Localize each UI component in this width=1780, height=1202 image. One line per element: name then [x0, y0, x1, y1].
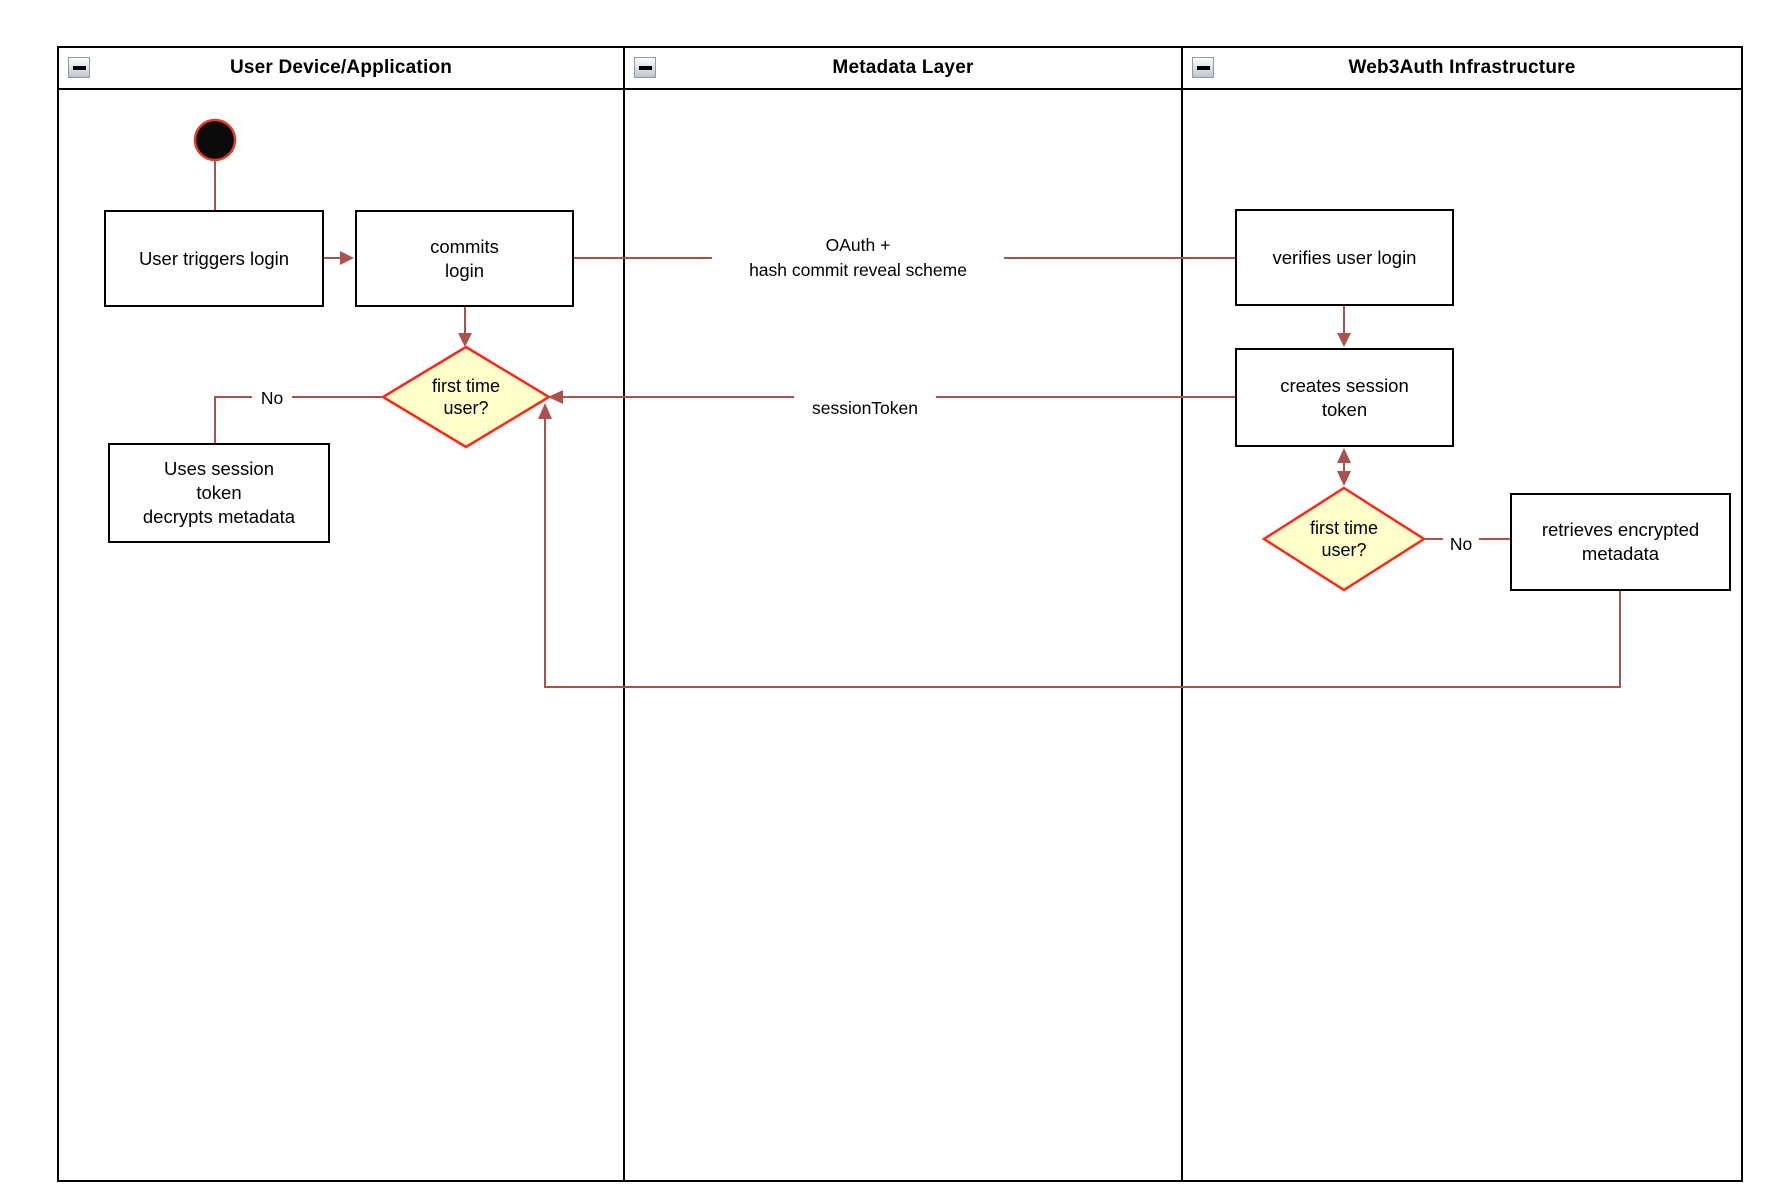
label-no-infra: No	[1443, 532, 1479, 557]
decision-label-first-time-user-device: first time user?	[431, 375, 500, 419]
label-session-token: sessionToken	[794, 395, 936, 423]
minus-icon: −	[1196, 65, 1210, 70]
node-retrieves-encrypted-metadata[interactable]: retrieves encrypted metadata	[1510, 493, 1731, 591]
collapse-lane-button[interactable]: −	[634, 57, 656, 78]
lane-header-user-device[interactable]: − User Device/Application	[59, 48, 623, 90]
node-user-triggers-login[interactable]: User triggers login	[104, 210, 324, 307]
collapse-lane-button[interactable]: −	[68, 57, 90, 78]
label-no-device: No	[252, 386, 292, 411]
label-oauth-hash-commit: OAuth + hash commit reveal scheme	[712, 229, 1004, 287]
lane-header-metadata[interactable]: − Metadata Layer	[623, 48, 1183, 90]
lane-title-metadata: Metadata Layer	[832, 57, 974, 78]
decision-label-first-time-user-infra: first time user?	[1309, 517, 1378, 561]
lane-header-web3auth[interactable]: − Web3Auth Infrastructure	[1183, 48, 1741, 90]
collapse-lane-button[interactable]: −	[1192, 57, 1214, 78]
lane-title-user-device: User Device/Application	[229, 57, 453, 78]
minus-icon: −	[638, 65, 652, 70]
lane-title-web3auth: Web3Auth Infrastructure	[1348, 57, 1576, 78]
lane-header-row: − User Device/Application − Metadata Lay…	[59, 48, 1741, 90]
node-uses-session-token[interactable]: Uses session token decrypts metadata	[108, 443, 330, 543]
node-verifies-user-login[interactable]: verifies user login	[1235, 209, 1454, 306]
minus-icon: −	[72, 65, 86, 70]
node-commits-login[interactable]: commits login	[355, 210, 574, 307]
node-creates-session-token[interactable]: creates session token	[1235, 348, 1454, 447]
